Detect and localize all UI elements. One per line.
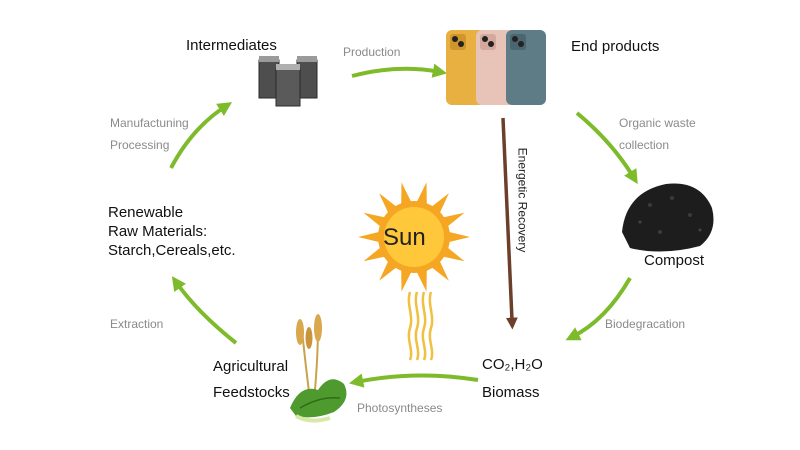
edge-extraction: Extraction <box>110 317 164 331</box>
sun-ray <box>416 182 427 206</box>
raw-line-3: Starch,Cereals,etc. <box>108 242 236 259</box>
arrow-energetic-recovery <box>501 117 518 330</box>
node-biomass: Biomass <box>482 384 540 401</box>
manuf-line-2: Processing <box>110 138 170 152</box>
sun-ray <box>441 246 465 262</box>
node-intermediates: Intermediates <box>186 37 277 54</box>
arrow-photosyntheses <box>348 373 479 388</box>
arrow-extraction <box>171 276 238 345</box>
node-agricultural: Agricultural <box>213 358 289 375</box>
edge-energetic-recovery: Energetic Recovery <box>515 147 530 253</box>
sun-ray <box>401 268 412 292</box>
edge-photosyntheses: Photosyntheses <box>357 401 443 415</box>
raw-line-2: Raw Materials: <box>108 223 208 240</box>
edge-production: Production <box>343 45 401 59</box>
organic-line-2: collection <box>619 138 670 152</box>
sun-label: Sun <box>383 224 426 251</box>
node-co2-h2o: CO₂,H₂O <box>482 356 543 373</box>
sun-ray <box>401 182 412 206</box>
node-end-products: End products <box>571 38 660 55</box>
edge-manufacturing: Manufactuning Processing <box>110 112 189 156</box>
arrow-production <box>351 63 448 78</box>
manuf-line-1: Manufactuning <box>110 116 189 130</box>
edge-biodegradation: Biodegracation <box>605 317 686 331</box>
node-raw-materials: Renewable Raw Materials: Starch,Cereals,… <box>108 203 236 260</box>
sun-ray <box>358 231 381 243</box>
node-compost: Compost <box>644 252 705 269</box>
raw-line-1: Renewable <box>108 204 184 221</box>
sun-ray <box>447 231 470 243</box>
sun-ray <box>363 212 387 228</box>
node-feedstocks: Feedstocks <box>213 384 290 401</box>
edge-organic-waste: Organic waste collection <box>619 112 696 156</box>
sun-ray <box>416 268 427 292</box>
sun-ray <box>441 212 465 228</box>
arrow-manufacturing <box>169 102 233 169</box>
sun-ray <box>363 246 387 262</box>
organic-line-1: Organic waste <box>619 116 696 130</box>
arrow-organic-waste <box>575 111 638 185</box>
arrow-biodegradation <box>565 277 632 341</box>
